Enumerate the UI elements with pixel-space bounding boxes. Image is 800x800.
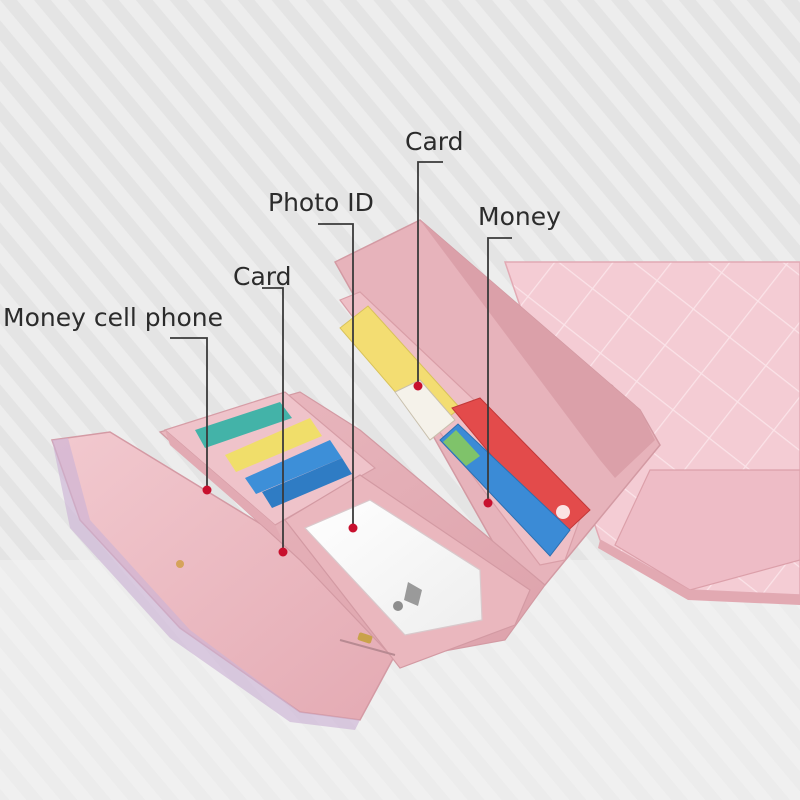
photo-id-window	[303, 499, 483, 636]
marker-photo-id	[348, 523, 358, 533]
zipper	[339, 639, 396, 656]
marker-card-top	[413, 381, 423, 391]
leader-money-cell	[170, 337, 208, 490]
marker-money	[483, 498, 493, 508]
callout-card-mid: Card	[233, 262, 292, 291]
snap-icon	[176, 560, 184, 568]
callout-money-cell-phone: Money cell phone	[3, 303, 224, 332]
card-teal	[195, 402, 292, 448]
marker-money-cell	[202, 485, 212, 495]
open-wallet	[50, 219, 661, 730]
zipper-pull-icon	[357, 632, 373, 644]
leader-photo-id	[318, 223, 354, 528]
callout-money: Money	[478, 202, 561, 231]
leader-lines	[170, 161, 512, 552]
closed-wallet	[503, 261, 800, 605]
leader-money	[487, 237, 512, 503]
window-emblem-icon	[404, 582, 422, 606]
marker-dots	[202, 381, 493, 557]
leader-card-mid	[262, 287, 284, 552]
bank-logo-icon	[556, 505, 570, 519]
card-blue-left-2	[262, 458, 352, 508]
card-white	[394, 379, 456, 441]
marker-card-mid	[278, 547, 288, 557]
callout-card-top: Card	[405, 127, 464, 156]
card-yellow-left	[225, 418, 322, 472]
card-blue-left	[245, 440, 342, 494]
leader-card-top	[417, 161, 443, 386]
callout-photo-id: Photo ID	[268, 188, 374, 217]
